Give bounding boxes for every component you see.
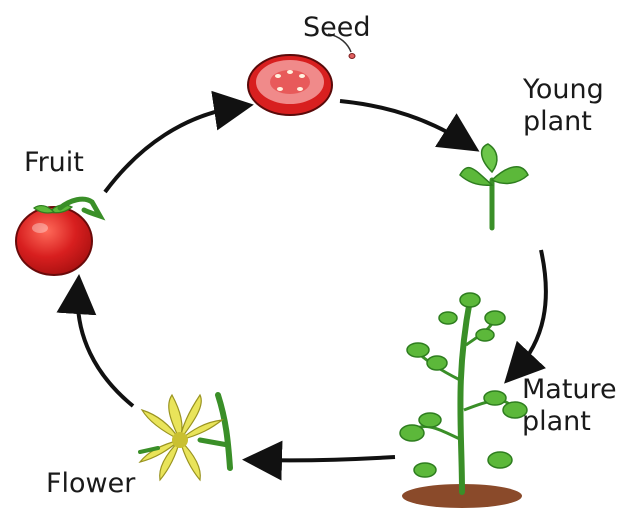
fruit-label: Fruit bbox=[24, 147, 84, 179]
seed-halved-tomato-illustration bbox=[248, 34, 355, 115]
fruit-tomato-illustration bbox=[16, 199, 100, 275]
young-plant-label-line-1: Young bbox=[523, 74, 604, 106]
young-plant-label-line-2: plant bbox=[523, 106, 604, 138]
single-seed bbox=[349, 54, 355, 59]
young-plant-illustration bbox=[460, 144, 528, 228]
mature-plant-label: Mature plant bbox=[522, 374, 617, 438]
young-plant-label: Young plant bbox=[523, 74, 604, 138]
arrow-mature-plant-to-flower bbox=[258, 457, 395, 460]
arrow-flower-to-fruit bbox=[78, 290, 133, 406]
mature-plant-label-line-1: Mature bbox=[522, 374, 617, 406]
seed-label: Seed bbox=[303, 12, 371, 44]
arrow-young-plant-to-mature-plant bbox=[515, 250, 546, 372]
flower-label: Flower bbox=[46, 468, 135, 500]
mature-plant-illustration bbox=[400, 293, 527, 508]
arrow-seed-to-young-plant bbox=[340, 101, 466, 143]
arrow-fruit-to-seed bbox=[105, 107, 238, 192]
flower-illustration bbox=[140, 395, 230, 480]
mature-plant-label-line-2: plant bbox=[522, 406, 617, 438]
